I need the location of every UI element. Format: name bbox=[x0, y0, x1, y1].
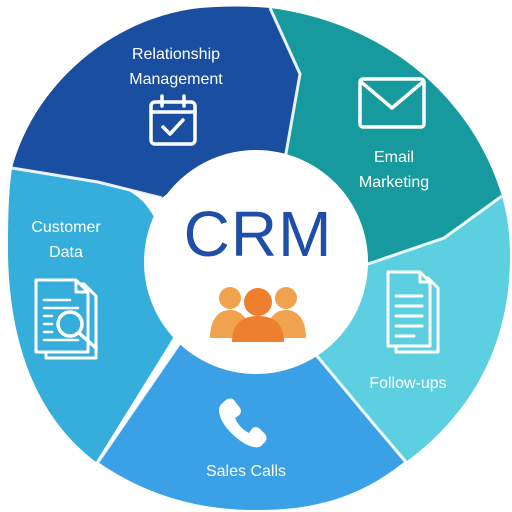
label-email-marketing: Email Marketing bbox=[359, 145, 429, 195]
label-sales-calls: Sales Calls bbox=[206, 459, 286, 484]
label-line: Customer bbox=[31, 219, 101, 236]
document-icon bbox=[386, 270, 440, 354]
label-line: Management bbox=[129, 71, 223, 88]
segment-customer-data bbox=[8, 168, 178, 462]
label-line: Email bbox=[373, 149, 414, 166]
label-relationship-management: Relationship Management bbox=[129, 42, 222, 92]
calendar-check-icon bbox=[149, 94, 197, 146]
phone-icon bbox=[219, 398, 267, 448]
label-customer-data: Customer Data bbox=[31, 215, 100, 265]
label-line: Sales Calls bbox=[205, 463, 287, 480]
label-follow-ups: Follow-ups bbox=[369, 371, 446, 396]
document-search-icon bbox=[34, 278, 98, 360]
segment-sales-calls bbox=[98, 340, 404, 510]
center-circle bbox=[144, 150, 368, 374]
crm-title: CRM bbox=[183, 198, 333, 270]
envelope-icon bbox=[358, 77, 426, 129]
people-group-icon bbox=[210, 287, 306, 342]
label-line: Relationship bbox=[131, 46, 221, 63]
label-line: Marketing bbox=[358, 174, 430, 191]
label-line: Follow-ups bbox=[369, 375, 447, 392]
label-line: Data bbox=[49, 244, 83, 261]
